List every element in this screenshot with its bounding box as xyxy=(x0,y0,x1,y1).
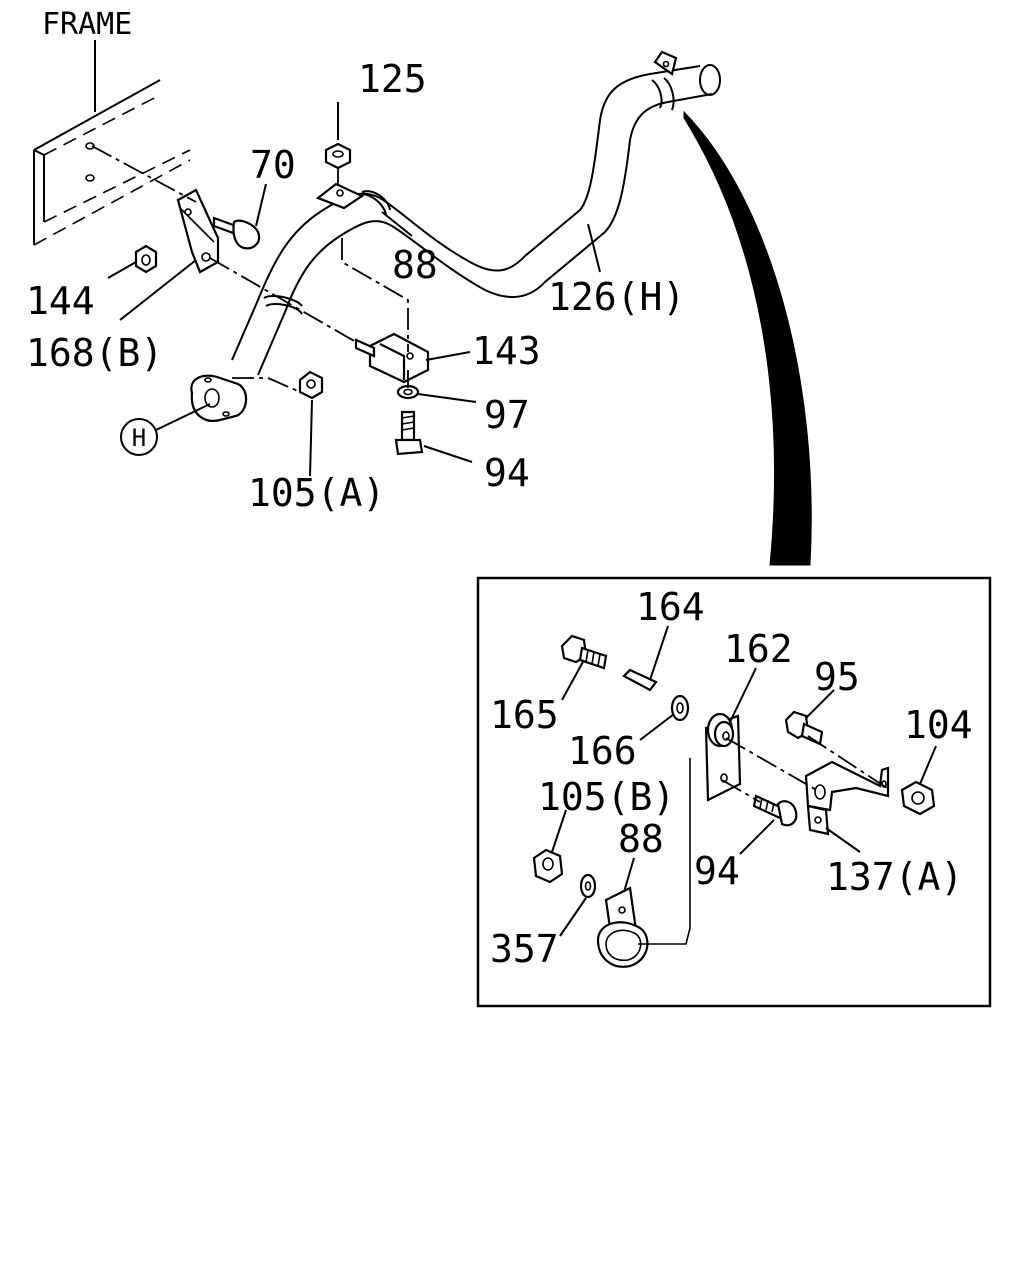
pipe-126h xyxy=(190,50,721,422)
assembly-lines xyxy=(91,145,409,393)
nut-125 xyxy=(324,142,352,170)
nut-144 xyxy=(134,244,158,274)
detail-callout-162: 162 xyxy=(724,627,793,671)
callout-143: 143 xyxy=(472,329,541,373)
circle-h-label: H xyxy=(132,424,146,452)
leader-lines xyxy=(107,102,601,477)
bolt-70 xyxy=(212,216,261,250)
bolt-165 xyxy=(560,634,608,670)
callout-144: 144 xyxy=(26,279,95,323)
detail-callout-166: 166 xyxy=(568,729,637,773)
detail-callout-94: 94 xyxy=(694,849,740,893)
detail-pointer-curve xyxy=(683,110,812,566)
detail-callout-165: 165 xyxy=(490,693,559,737)
pin-164 xyxy=(622,668,658,692)
detail-callout-105b: 105(B) xyxy=(538,775,675,819)
washer-357 xyxy=(579,873,597,899)
detail-callout-164: 164 xyxy=(636,585,705,629)
nut-105a xyxy=(298,370,324,400)
bracket-137a xyxy=(804,760,890,836)
clamp-88-detail xyxy=(596,886,649,968)
detail-callout-95: 95 xyxy=(814,655,860,699)
detail-callout-137a: 137(A) xyxy=(826,855,963,899)
nut-105b xyxy=(532,848,564,884)
detail-callout-357: 357 xyxy=(490,927,559,971)
callout-94: 94 xyxy=(484,451,530,495)
callout-88: 88 xyxy=(392,243,438,287)
frame-rail xyxy=(33,40,191,246)
frame-label: FRAME xyxy=(42,7,132,42)
callout-168b: 168(B) xyxy=(26,331,163,375)
callout-105a: 105(A) xyxy=(248,471,385,515)
nut-104 xyxy=(900,780,936,816)
detail-box: 164 162 95 165 104 166 105(B) 88 94 137(… xyxy=(476,576,992,1008)
callout-97: 97 xyxy=(484,393,530,437)
bolt-94 xyxy=(394,410,424,456)
washer-166 xyxy=(670,694,690,722)
detail-callout-104: 104 xyxy=(904,703,973,747)
bracket-143 xyxy=(354,332,430,384)
detail-callout-88: 88 xyxy=(618,817,664,861)
bolt-94-detail xyxy=(752,794,798,827)
callout-125: 125 xyxy=(358,57,427,101)
clamp-88-tab xyxy=(315,182,365,210)
main-labels: FRAME 125 70 144 168(B) 88 126(H) 143 97… xyxy=(26,7,685,515)
circle-h-marker: H xyxy=(120,418,158,456)
callout-70: 70 xyxy=(250,143,296,187)
callout-126h: 126(H) xyxy=(548,275,685,319)
